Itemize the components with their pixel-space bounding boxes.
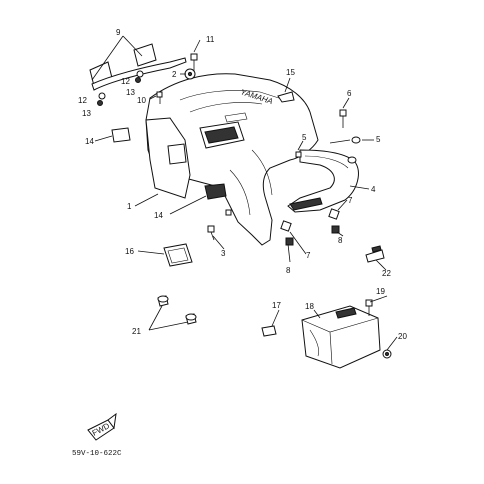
pad-14b	[167, 143, 187, 165]
pad-14a	[111, 127, 131, 143]
splash-guards	[89, 43, 187, 106]
callout-16: 16	[125, 247, 134, 256]
callout-12-top: 12	[121, 77, 130, 86]
bolt-19	[365, 299, 373, 307]
grommets	[157, 295, 197, 325]
tool-box	[301, 305, 381, 369]
callout-22: 22	[382, 269, 391, 278]
callout-12-left: 12	[78, 96, 87, 105]
callout-20: 20	[398, 332, 407, 341]
callouts: 9 11 2 12 13 10 12 13 14 1 14 15 6 5 5 4…	[78, 28, 407, 341]
callout-1: 1	[127, 202, 132, 211]
rear-guard	[287, 149, 359, 213]
leader-lines	[91, 35, 398, 351]
clip-22	[365, 249, 385, 263]
rear-fender: YAMAHA	[145, 73, 319, 246]
callout-18: 18	[305, 302, 314, 311]
callout-13-top: 13	[126, 88, 135, 97]
callout-7-right: 7	[348, 196, 353, 205]
callout-14-left: 14	[85, 137, 94, 146]
callout-8-right: 8	[338, 236, 343, 245]
callout-5-right: 5	[376, 135, 381, 144]
callout-6: 6	[347, 89, 352, 98]
callout-3: 3	[221, 249, 226, 258]
callout-7-left: 7	[306, 251, 311, 260]
callout-13-left: 13	[82, 109, 91, 118]
callout-15: 15	[286, 68, 295, 77]
callout-14-mid: 14	[154, 211, 163, 220]
callout-17: 17	[272, 301, 281, 310]
callout-4: 4	[371, 185, 376, 194]
callout-2: 2	[172, 70, 177, 79]
reflector	[163, 243, 193, 267]
drawing-code: 59V-10-622C	[72, 450, 122, 458]
callout-9: 9	[116, 28, 121, 37]
callout-8-left: 8	[286, 266, 291, 275]
tag-17	[261, 325, 277, 337]
callout-19: 19	[376, 287, 385, 296]
callout-10: 10	[137, 96, 146, 105]
fwd-arrow: FWD	[87, 412, 117, 441]
callout-5-mid: 5	[302, 133, 307, 142]
callout-21: 21	[132, 327, 141, 336]
callout-11: 11	[206, 35, 215, 44]
